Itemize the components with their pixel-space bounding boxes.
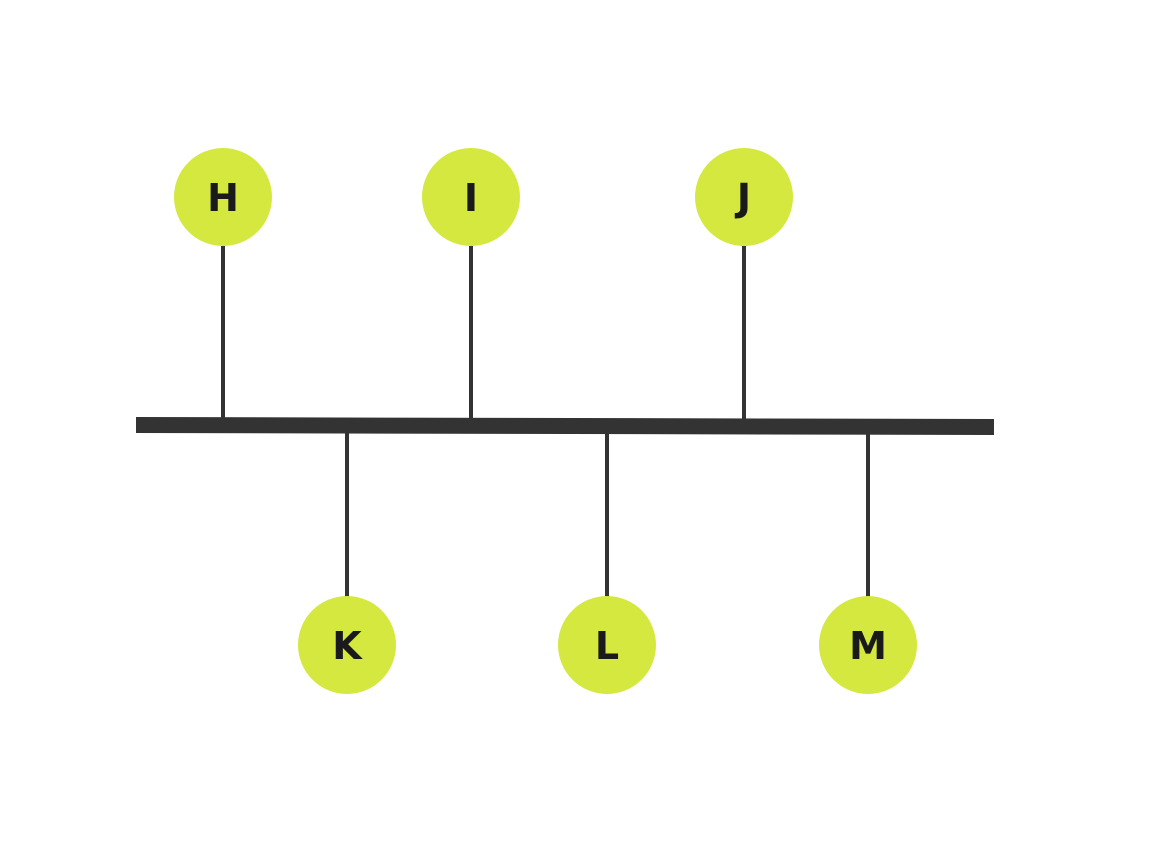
node-j <box>695 148 793 246</box>
node-label-h: H <box>207 176 239 220</box>
node-label-l: L <box>595 624 619 668</box>
branch-h: H <box>174 148 272 418</box>
node-label-i: I <box>464 176 478 220</box>
node-h <box>174 148 272 246</box>
node-label-k: K <box>332 624 363 668</box>
node-label-m: M <box>849 624 887 668</box>
node-i <box>422 148 520 246</box>
branch-k: K <box>298 432 396 694</box>
branch-i: I <box>422 148 520 419</box>
branch-m: M <box>819 433 917 694</box>
main-axis-bar <box>136 417 994 435</box>
node-m <box>819 596 917 694</box>
node-label-j: J <box>734 176 751 220</box>
node-l <box>558 596 656 694</box>
branch-l: L <box>558 433 656 694</box>
node-k <box>298 596 396 694</box>
branch-j: J <box>695 148 793 419</box>
